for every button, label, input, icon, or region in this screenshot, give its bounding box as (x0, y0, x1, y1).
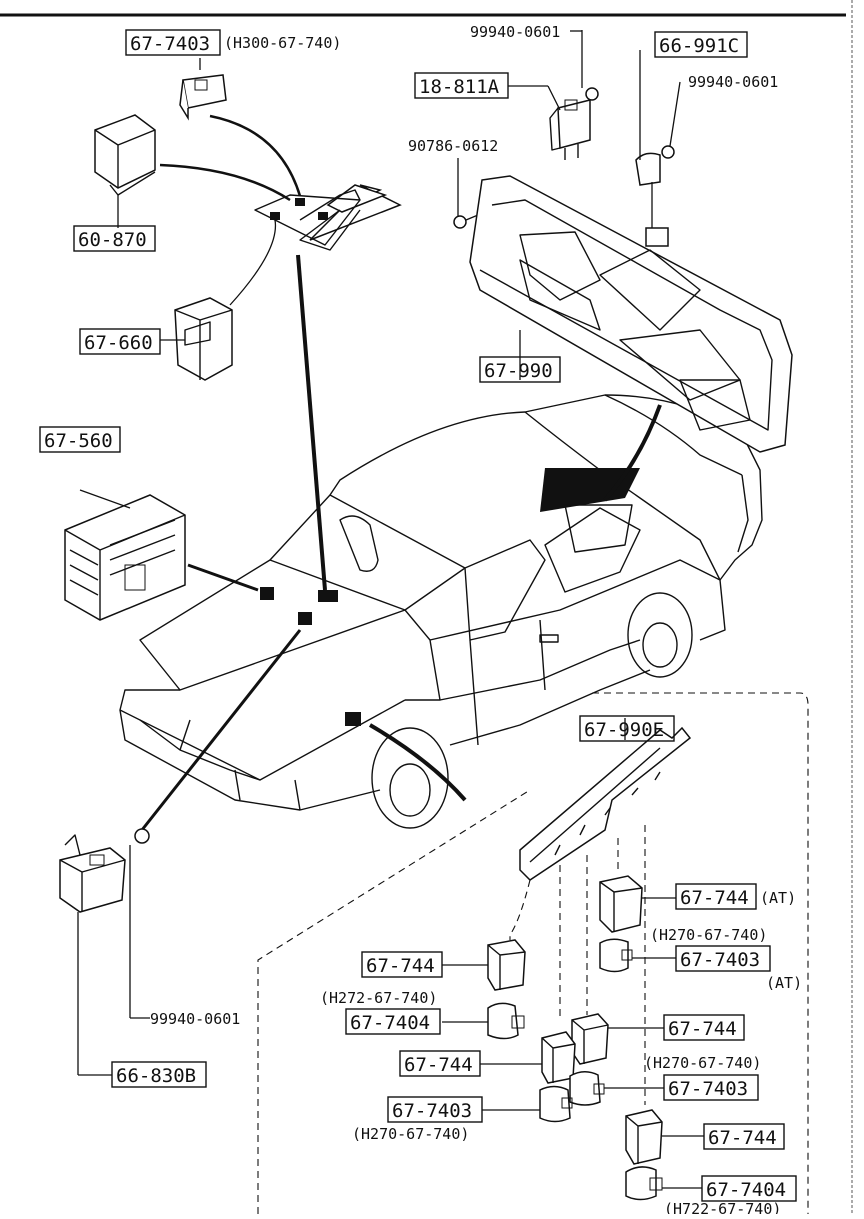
nut-flasher (134, 828, 150, 844)
callout-note: (H270-67-740) (352, 1125, 469, 1143)
wire-b (159, 163, 291, 202)
bracket-67-990E (519, 718, 692, 881)
relay-60-870 (94, 114, 156, 228)
car-illustration (119, 394, 763, 829)
leader-car-to-bracket (368, 723, 467, 802)
wire-c (229, 219, 277, 306)
callout-text: 67-7404 (706, 1179, 786, 1201)
callout-text: 67-744 (366, 955, 435, 977)
relay-66-991C (635, 50, 669, 247)
callout-60-870: 60-870 (73, 225, 156, 252)
callout-text: 66-991C (659, 35, 739, 57)
callout-67-660: 67-660 (79, 328, 161, 355)
leader-cover-to-car (603, 404, 662, 502)
callout-note: (H300-67-740) (224, 34, 341, 52)
leader-fusebox-to-car (187, 563, 259, 592)
flasher-66-830B (59, 834, 126, 1076)
callout-text: 67-990 (484, 360, 553, 382)
callout-note-h272: (H272-67-740) (320, 989, 437, 1007)
callout-67-744-mid: 67-744 (663, 1014, 745, 1041)
callout-67-7404-left: 67-7404 (345, 1008, 441, 1035)
callout-67-990E: 67-990E (579, 715, 675, 742)
callout-note: (AT) (766, 974, 802, 992)
callout-99940-top: 99940-0601 (470, 23, 560, 41)
callout-text: 18-811A (419, 76, 500, 98)
callout-67-7404-bottom: 67-7404 (H722-67-740) (664, 1175, 797, 1218)
relay-744-bottom (625, 1109, 704, 1165)
callout-text: 67-7403 (680, 949, 760, 971)
callout-text: 67-7403 (668, 1078, 748, 1100)
callout-note-h270-mid: (H270-67-740) (644, 1054, 761, 1072)
relay-position-4 (345, 712, 361, 726)
relay-panel (254, 184, 402, 251)
relay-744-mid (571, 1013, 664, 1065)
callout-note: (H722-67-740) (664, 1200, 781, 1214)
relay-7404-left (442, 1002, 525, 1040)
callout-90786: 90786-0612 (408, 137, 498, 155)
relay-7403-at (599, 938, 676, 973)
fuse-box-67-560 (64, 489, 186, 621)
rear-window-mark (540, 468, 640, 512)
relay-7403-mid (569, 1071, 664, 1106)
relay-position-3 (318, 590, 338, 602)
screw-90786-0612 (453, 158, 479, 229)
callout-67-744-left: 67-744 (361, 951, 443, 978)
callout-text: 67-7404 (350, 1012, 430, 1034)
relay-position-1 (260, 587, 274, 600)
callout-18-811A: 18-811A (414, 72, 509, 99)
relay-67-660 (160, 297, 233, 381)
callout-text: 67-7403 (392, 1100, 472, 1122)
callout-67-744-at: 67-744 (AT) (675, 883, 796, 910)
callout-text: 67-744 (708, 1127, 777, 1149)
callout-66-991C: 66-991C (654, 31, 748, 58)
relay-744-left (442, 939, 526, 991)
callout-66-830B: 66-830B (111, 1061, 207, 1088)
callout-text: 66-830B (116, 1065, 196, 1087)
relay-position-2 (298, 612, 312, 625)
callout-text: 67-744 (404, 1054, 473, 1076)
callout-text: 67-7403 (130, 33, 210, 55)
relay-7404-bottom (625, 1166, 702, 1201)
callout-text: 67-744 (668, 1018, 737, 1040)
callout-99940-flasher: 99940-0601 (150, 1010, 240, 1028)
relay-744-at (599, 875, 676, 933)
callout-67-7403-mid: 67-7403 (663, 1074, 759, 1101)
leader-panel-to-car (296, 254, 327, 591)
callout-67-7403-lower: 67-7403 (H270-67-740) (352, 1096, 483, 1143)
callout-67-744-lower: 67-744 (399, 1050, 481, 1077)
leader-flasher-to-car (136, 629, 302, 836)
dashed-boundary (257, 692, 809, 1214)
wire-a (209, 114, 302, 197)
callout-text: 67-990E (584, 719, 664, 741)
callout-99940-right: 99940-0601 (688, 73, 778, 91)
callout-text: 67-660 (84, 332, 153, 354)
callout-text: 67-560 (44, 430, 113, 452)
callout-67-744-bottom: 67-744 (703, 1123, 785, 1150)
drop-1 (509, 879, 531, 940)
callout-note-h270-at: (H270-67-740) (650, 926, 767, 944)
relay-744-lower (480, 1031, 576, 1084)
nut-top (585, 87, 599, 101)
callout-text: 60-870 (78, 229, 147, 251)
callout-67-990: 67-990 (479, 356, 561, 383)
cover-panel-67-990 (469, 175, 793, 453)
relay-7403-lower (482, 1085, 573, 1123)
callout-67-7403-top: 67-7403 (H300-67-740) (125, 29, 341, 56)
callout-note: (AT) (760, 889, 796, 907)
callout-67-7403-at: 67-7403 (AT) (675, 945, 802, 992)
nut-right (661, 145, 675, 159)
relay-18-811A (549, 99, 591, 160)
callout-67-560: 67-560 (39, 426, 121, 453)
relay-67-7403-top (179, 58, 227, 121)
callout-text: 67-744 (680, 887, 749, 909)
